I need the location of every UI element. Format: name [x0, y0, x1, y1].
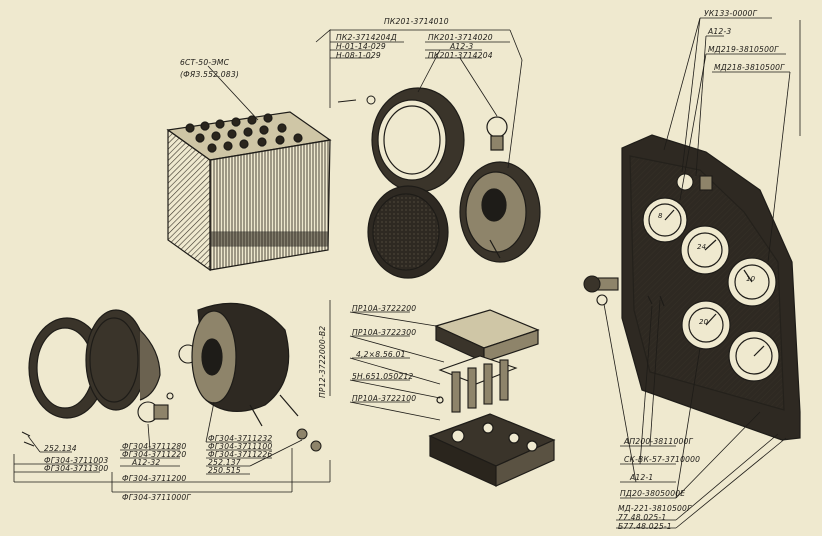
instrument-gauges [642, 197, 780, 382]
head-rim-label: ФГ304-3711003 [44, 456, 109, 465]
lamp-body [459, 161, 541, 263]
lamp-body-label: ПК201-3714204 [428, 51, 493, 60]
fuse-cover [434, 309, 540, 363]
panel-md221-label: МД-221-3810500Г [618, 504, 692, 513]
headlamp-lens [85, 309, 161, 411]
panel-uk-label: УК133-0000Г [704, 9, 758, 18]
screw-2-label: Н-08-1-029 [336, 51, 381, 60]
head-body-2-label: ФГ304-3711100 [208, 442, 273, 451]
battery-code-label: (ФЯЗ.552.083) [180, 70, 240, 79]
head-bulb-1-label: ФГ304-3711280 [122, 442, 187, 451]
fuse-bracket-label: 5Н.651.050212 [352, 372, 414, 381]
panel-b77-label: Б77.48.025-1 [618, 522, 672, 531]
head-reflector-label: ФГ304-3711300 [44, 464, 109, 473]
head-body-3-label: ФГ304-3711226 [208, 450, 273, 459]
fuse-panel-label: ПР10А-3722300 [352, 328, 417, 337]
lamp-lens-label: ПК2-3714204Д [336, 33, 397, 42]
head-lamp-label: ФГ304-3711200 [122, 474, 187, 483]
panel-sk-label: СК-ВК-57-3710000 [624, 455, 701, 464]
head-a12-32-label: А12-32 [132, 458, 161, 467]
lamp-lens [367, 185, 449, 279]
fuse-base [428, 396, 556, 487]
headlamp-nuts [21, 428, 322, 452]
fuse-box-label: ПР12-3722000-В2 [318, 325, 327, 398]
fuse-cover-label: ПР10А-3722200 [352, 304, 417, 313]
lamp-assembly-label: ПК201-3714010 [384, 17, 449, 26]
battery-model-label: 6СТ-50-ЭМС [180, 58, 230, 67]
lamp-rim-label: ПК201-3714020 [428, 33, 493, 42]
lamp-rim [371, 87, 465, 193]
panel-ap-label: АП200-3811000Г [624, 437, 693, 446]
gauge-2-number: 24 [697, 243, 707, 251]
gauge-1-number: 8 [658, 212, 663, 220]
headlamp-body [191, 302, 299, 427]
panel-pd-label: ПД20-3805000Е [620, 489, 686, 498]
head-bulb-2-label: ФГ304-3711220 [122, 450, 187, 459]
gauge-3-number: 10 [746, 275, 756, 283]
fuse-panel [438, 355, 518, 413]
head-ring-label: 252.134 [44, 444, 77, 453]
battery [166, 65, 332, 272]
head-nut-label: 252.137 [208, 458, 241, 467]
gauge-4-number: 20 [699, 318, 709, 326]
panel-md218-label: МД218-3810500Г [714, 63, 785, 72]
panel-a12-3-label: А12-3 [708, 27, 732, 36]
panel-a12-1-label: А12-1 [630, 473, 654, 482]
screw-1-label: Н-01-14-029 [336, 42, 386, 51]
lamp-bulb [486, 116, 508, 151]
head-washer-label: 250.515 [208, 466, 241, 475]
fuse-base-label: ПР10А-3722100 [352, 394, 417, 403]
headlamp-rim [28, 317, 106, 419]
panel-md219-label: МД219-3810500Г [708, 45, 779, 54]
panel-77-label: 77.48.025-1 [618, 513, 667, 522]
head-assembly-label: ФГ304-3711000Г [122, 493, 191, 502]
ignition-switch [583, 275, 665, 307]
lamp-screw [337, 95, 376, 105]
fuse-screw-label: 4,2×8.56.01 [356, 350, 406, 359]
lamp-bulb-label: А12-3 [450, 42, 474, 51]
head-body-1-label: ФГ304-3711232 [208, 434, 273, 443]
